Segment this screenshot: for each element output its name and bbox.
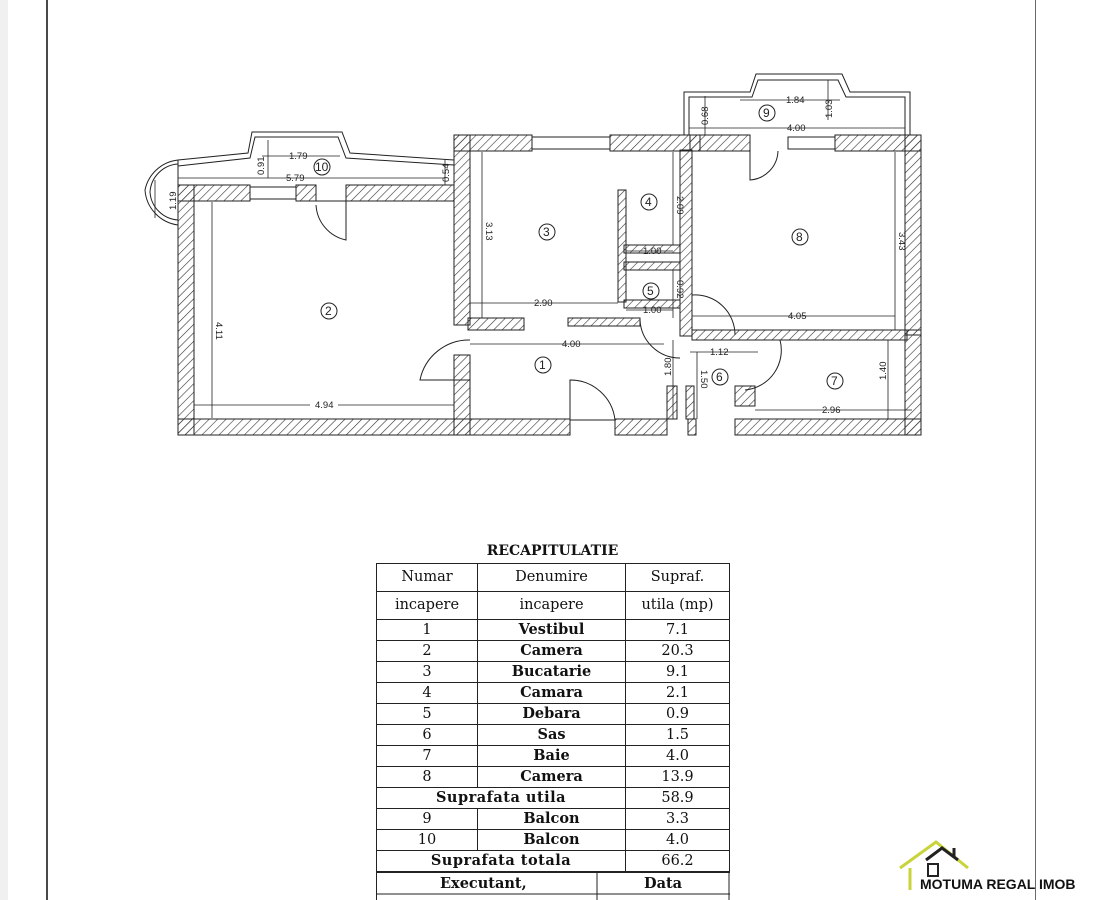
dim-1-12: 1.12 — [710, 347, 729, 358]
floor-plan: 4.94 4.11 1.19 5.79 1.79 0.91 0.54 3.13 … — [144, 73, 922, 436]
header-supraf: Supraf. — [625, 563, 730, 592]
room-marker-9: 9 — [758, 104, 776, 122]
room-marker-2: 2 — [320, 302, 338, 320]
dim-5-79: 5.79 — [286, 173, 305, 184]
room-markers: 1 2 3 4 5 6 7 8 9 10 — [313, 104, 844, 390]
header-incapere-1: incapere — [376, 591, 478, 620]
dim-1-80: 1.80 — [663, 358, 674, 377]
table-title: RECAPITULATIE — [486, 543, 619, 559]
svg-text:10: 10 — [315, 160, 329, 174]
table-header-row-2: incapere incapere utila (mp) — [376, 591, 730, 620]
dim-0-91: 0.91 — [256, 157, 267, 176]
svg-text:5: 5 — [647, 284, 654, 298]
header-denumire: Denumire — [477, 563, 626, 592]
room-marker-7: 7 — [826, 372, 844, 390]
data-label: Data — [644, 875, 683, 892]
dim-1-50: 1.50 — [698, 370, 709, 389]
balcony-9 — [683, 73, 911, 135]
dim-1-03: 1.03 — [824, 100, 835, 119]
dim-3-43: 3.43 — [896, 232, 907, 251]
dim-3-13: 3.13 — [483, 222, 494, 241]
dim-1-00-b: 1.00 — [643, 305, 662, 316]
total-label: Suprafata totala — [376, 850, 626, 872]
dim-4-11: 4.11 — [213, 322, 224, 340]
dim-1-84: 1.84 — [786, 95, 805, 106]
svg-text:4: 4 — [645, 195, 652, 209]
total-value: 66.2 — [625, 850, 730, 872]
svg-text:9: 9 — [763, 106, 770, 120]
svg-text:1: 1 — [539, 358, 546, 372]
table-header-row: Numar Denumire Supraf. — [376, 563, 730, 592]
window-openings — [249, 136, 836, 200]
header-numar: Numar — [376, 563, 478, 592]
exterior-walls — [177, 134, 922, 436]
drawing-frame-right — [1035, 0, 1036, 900]
dim-2-09: 2.09 — [674, 196, 685, 215]
room-marker-1: 1 — [534, 356, 552, 374]
room-marker-8: 8 — [791, 228, 809, 246]
svg-text:6: 6 — [716, 370, 723, 384]
dim-0-54: 0.54 — [441, 164, 452, 183]
house-logo-icon — [899, 840, 969, 890]
executant-label: Executant, — [440, 875, 527, 892]
dim-1-00-a: 1.00 — [643, 246, 662, 257]
dim-2-90: 2.90 — [534, 298, 553, 309]
recap-table: Numar Denumire Supraf. incapere incapere… — [376, 563, 730, 872]
dim-2-96: 2.96 — [822, 405, 841, 416]
brand-name: MOTUMA REGAL IMOB — [920, 876, 1076, 892]
dim-1-79: 1.79 — [289, 151, 308, 162]
svg-text:8: 8 — [796, 230, 803, 244]
svg-text:3: 3 — [543, 225, 550, 239]
room-marker-3: 3 — [538, 223, 556, 241]
signature-block: Executant, Data — [376, 872, 730, 900]
header-incapere-2: incapere — [477, 591, 626, 620]
dim-4-00-b: 4.00 — [787, 123, 806, 134]
svg-text:2: 2 — [325, 304, 332, 318]
dim-1-19: 1.19 — [168, 192, 179, 211]
page-edge — [0, 0, 8, 900]
door-swings — [315, 150, 782, 421]
dim-0-92: 0.92 — [674, 280, 685, 299]
dimension-labels: 4.94 4.11 1.19 5.79 1.79 0.91 0.54 3.13 … — [168, 95, 907, 416]
svg-text:7: 7 — [831, 374, 838, 388]
room-marker-5: 5 — [642, 282, 660, 300]
room-marker-4: 4 — [640, 193, 658, 211]
subtotal-label: Suprafata utila — [376, 787, 626, 809]
balcony-10 — [144, 131, 455, 226]
brand-logo — [899, 840, 969, 890]
subtotal-row: Suprafata utila 58.9 — [376, 787, 730, 809]
dim-1-40: 1.40 — [878, 362, 889, 381]
room-marker-6: 6 — [711, 368, 729, 386]
dim-4-00-a: 4.00 — [562, 339, 581, 350]
dim-0-68: 0.68 — [700, 107, 711, 126]
room-marker-10: 10 — [313, 158, 331, 176]
dim-4-05: 4.05 — [788, 311, 807, 322]
subtotal-value: 58.9 — [625, 787, 730, 809]
header-utila: utila (mp) — [625, 591, 730, 620]
total-row: Suprafata totala 66.2 — [376, 850, 730, 872]
drawing-frame-left — [46, 0, 48, 900]
dim-4-94: 4.94 — [315, 400, 334, 411]
